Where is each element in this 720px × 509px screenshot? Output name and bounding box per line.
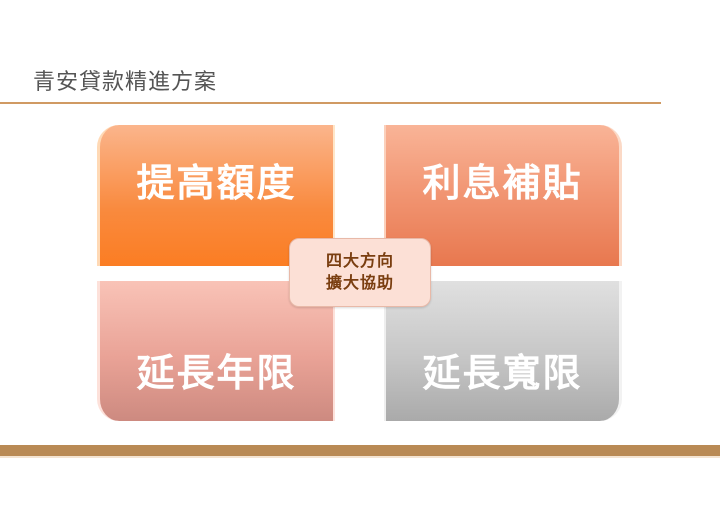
quadrant-interest-subsidy: 利息補貼 [384, 125, 622, 266]
quadrant-raise-limit: 提高額度 [97, 125, 335, 266]
quadrant-label: 提高額度 [136, 161, 297, 205]
quadrant-label: 延長年限 [136, 351, 297, 395]
center-summary-box: 四大方向 擴大協助 [289, 238, 431, 307]
title-underline [0, 102, 661, 104]
quadrant-label: 利息補貼 [422, 161, 583, 205]
quadrant-label: 延長寬限 [422, 351, 583, 395]
footer-band-highlight [0, 456, 720, 458]
center-line-2: 擴大協助 [325, 273, 394, 292]
slide-title: 青安貸款精進方案 [33, 70, 218, 95]
footer-band [0, 445, 720, 456]
center-line-1: 四大方向 [325, 251, 394, 270]
